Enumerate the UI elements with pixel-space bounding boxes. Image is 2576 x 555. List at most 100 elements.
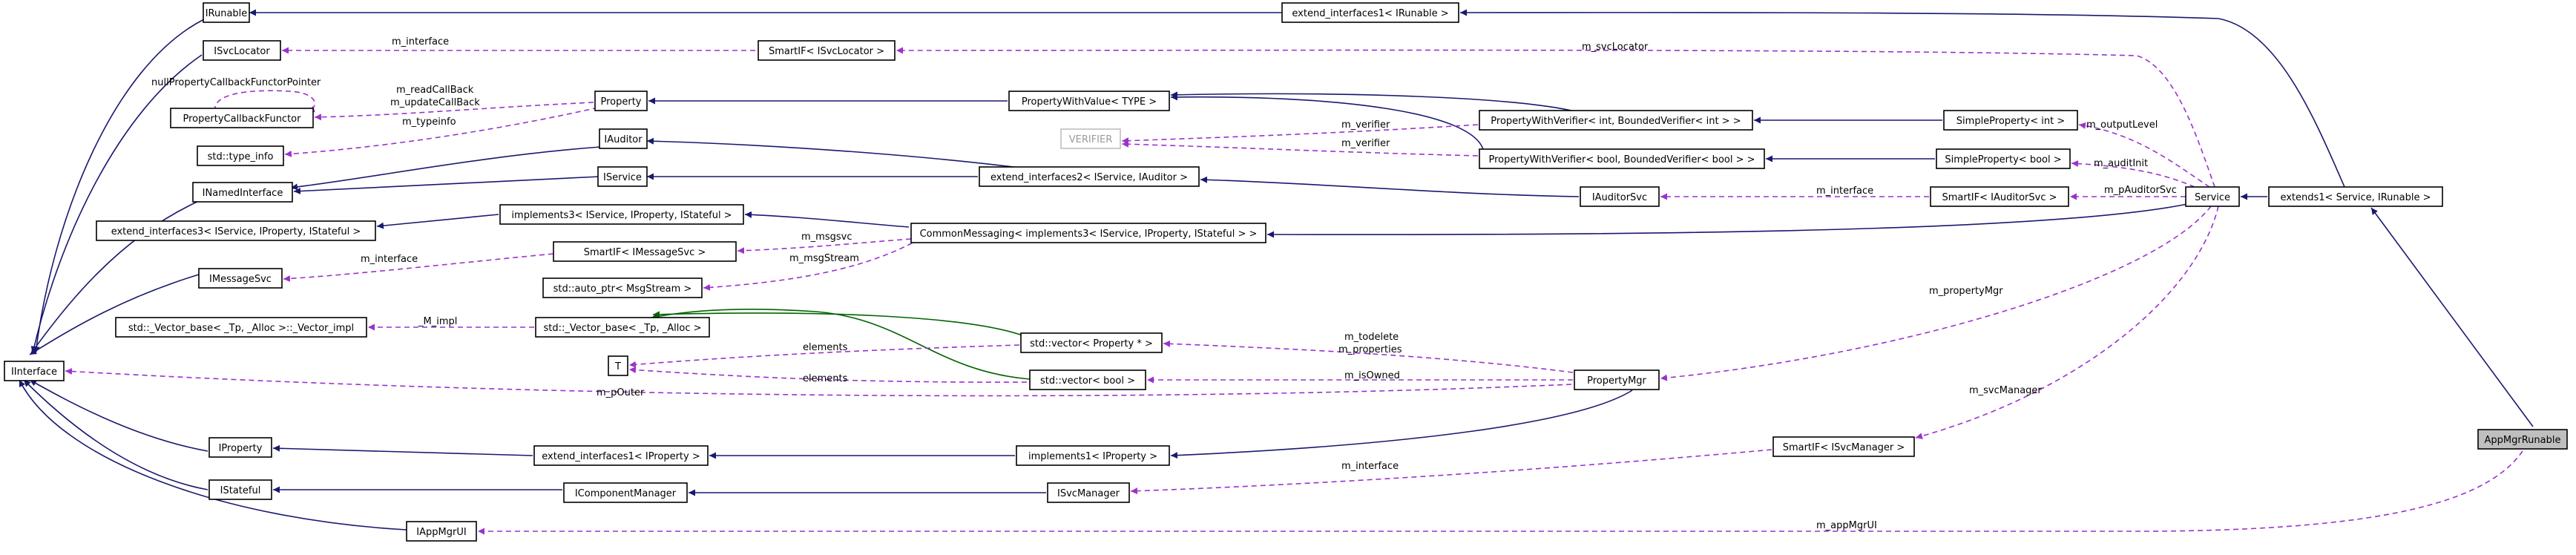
svg-text:SimpleProperty< int >: SimpleProperty< int > [1956, 116, 2065, 127]
node-iauditorsvc[interactable]: IAuditorSvc [1580, 186, 1660, 207]
node-extend-interfaces3[interactable]: extend_interfaces3< IService, IProperty,… [96, 220, 376, 241]
node-verifier[interactable]: VERIFIER [1060, 128, 1121, 149]
node-property[interactable]: Property [594, 91, 648, 111]
svg-text:std::vector< Property * >: std::vector< Property * > [1030, 338, 1153, 349]
edge-extends1-to-extend-interfaces1-irunable [1459, 9, 2345, 188]
node-iappmgrui[interactable]: IAppMgrUI [406, 521, 477, 542]
label-m-auditinit: m_auditInit [2094, 158, 2148, 169]
node-istateful[interactable]: IStateful [208, 479, 272, 500]
label-m-pouter: m_pOuter [597, 387, 645, 398]
node-t[interactable]: T [608, 355, 628, 376]
node-inamedinterface[interactable]: INamedInterface [192, 182, 293, 203]
svg-text:IRunable: IRunable [206, 8, 248, 19]
node-isvcmanager[interactable]: ISvcManager [1047, 482, 1130, 503]
node-propertywithvalue[interactable]: PropertyWithValue< TYPE > [1008, 91, 1170, 111]
svg-text:IAuditor: IAuditor [604, 134, 643, 145]
label-m-interface-svcmanager: m_interface [1341, 461, 1399, 472]
edge-pwv-bool-to-propertywithvalue [1170, 93, 1485, 153]
edge-smartif-isvcmanager-to-isvcmanager [1130, 449, 1772, 495]
svg-text:INamedInterface: INamedInterface [203, 188, 283, 199]
node-std-type-info[interactable]: std::type_info [197, 145, 284, 166]
node-propertymgr[interactable]: PropertyMgr [1574, 370, 1660, 390]
node-commonmessaging[interactable]: CommonMessaging< implements3< IService, … [910, 223, 1266, 243]
svg-text:IAuditorSvc: IAuditorSvc [1592, 192, 1647, 203]
edge-smartif-imessagesvc-to-imessagesvc [283, 253, 554, 282]
node-implements3[interactable]: implements3< IService, IProperty, IState… [499, 204, 744, 225]
svg-text:std::type_info: std::type_info [208, 151, 274, 162]
label-m-msgsvc: m_msgsvc [801, 231, 852, 243]
node-implements1-iproperty[interactable]: implements1< IProperty > [1016, 445, 1170, 466]
node-irunable[interactable]: IRunable [203, 2, 250, 23]
svg-text:IStateful: IStateful [220, 485, 261, 496]
svg-text:PropertyMgr: PropertyMgr [1587, 375, 1646, 387]
edge-service-to-smartif-isvcmanager [1915, 206, 2219, 439]
node-auto-ptr-msgstream[interactable]: std::auto_ptr< MsgStream > [542, 278, 703, 298]
node-simpleproperty-bool[interactable]: SimpleProperty< bool > [1936, 148, 2071, 169]
node-vector-base[interactable]: std::_Vector_base< _Tp, _Alloc > [535, 317, 710, 338]
svg-text:IProperty: IProperty [219, 443, 263, 454]
node-vector-impl[interactable]: std::_Vector_base< _Tp, _Alloc >::_Vecto… [115, 317, 367, 338]
label-m-updatecallback: m_updateCallBack [390, 97, 480, 108]
edge-propertycallbackfunctor-self [214, 90, 315, 113]
node-vector-propertyptr[interactable]: std::vector< Property * > [1020, 332, 1163, 353]
edge-irunable-to-iinterface [33, 19, 205, 354]
edge-extend-interfaces2-to-iauditor [646, 137, 1032, 170]
edge-service-to-commonmessaging [1266, 203, 2188, 238]
edge-propertymgr-to-implements1 [1170, 390, 1633, 459]
node-vector-bool[interactable]: std::vector< bool > [1029, 370, 1146, 390]
node-extend-interfaces2[interactable]: extend_interfaces2< IService, IAuditor > [979, 166, 1200, 187]
node-smartif-isvclocator[interactable]: SmartIF< ISvcLocator > [758, 40, 896, 61]
svg-text:PropertyWithValue< TYPE >: PropertyWithValue< TYPE > [1022, 96, 1157, 108]
svg-text:SmartIF< IAuditorSvc >: SmartIF< IAuditorSvc > [1942, 192, 2057, 203]
node-pwv-int[interactable]: PropertyWithVerifier< int, BoundedVerifi… [1479, 110, 1753, 131]
node-iservice[interactable]: IService [597, 166, 648, 187]
node-iproperty[interactable]: IProperty [208, 437, 272, 458]
node-smartif-iauditorsvc[interactable]: SmartIF< IAuditorSvc > [1930, 186, 2069, 207]
label-m-msgstream: m_msgStream [789, 253, 859, 264]
node-pwv-bool[interactable]: PropertyWithVerifier< bool, BoundedVerif… [1479, 148, 1765, 169]
svg-text:PropertyWithVerifier< bool, Bo: PropertyWithVerifier< bool, BoundedVerif… [1488, 154, 1755, 165]
node-isvclocator[interactable]: ISvcLocator [203, 40, 281, 61]
node-service[interactable]: Service [2185, 186, 2240, 207]
svg-text:AppMgrRunable: AppMgrRunable [2485, 435, 2561, 446]
node-iinterface[interactable]: IInterface [4, 361, 65, 381]
edge-iservice-to-inamedinterface [293, 176, 600, 194]
svg-text:extend_interfaces1< IRunable >: extend_interfaces1< IRunable > [1292, 8, 1448, 19]
node-smartif-isvcmanager[interactable]: SmartIF< ISvcManager > [1772, 436, 1915, 457]
node-iauditor[interactable]: IAuditor [599, 128, 648, 149]
edge-pwv-int-to-propertywithvalue [1170, 91, 1581, 114]
node-extend-interfaces1-iproperty[interactable]: extend_interfaces1< IProperty > [533, 445, 709, 466]
edge-vector-bool-to-vector-base [651, 308, 1031, 380]
node-imessagesvc[interactable]: IMessageSvc [198, 268, 283, 289]
node-propertycallbackfunctor[interactable]: PropertyCallbackFunctor [170, 108, 314, 128]
label-elements-2: elements [803, 373, 848, 384]
edge-extend-interfaces1-iproperty-to-iproperty [272, 444, 533, 456]
edge-service-to-simpleproperty-bool [2071, 160, 2195, 188]
svg-text:IInterface: IInterface [11, 367, 57, 378]
node-appmgrrunable[interactable]: AppMgrRunable [2477, 429, 2568, 450]
svg-text:std::_Vector_base< _Tp, _Alloc: std::_Vector_base< _Tp, _Alloc >::_Vecto… [128, 323, 354, 334]
node-smartif-imessagesvc[interactable]: SmartIF< IMessageSvc > [553, 241, 737, 262]
label-null-property-callback: nullPropertyCallbackFunctorPointer [151, 77, 321, 88]
edge-vector-bool-to-t [628, 367, 1028, 383]
svg-text:SmartIF< ISvcManager >: SmartIF< ISvcManager > [1783, 442, 1905, 453]
node-extend-interfaces1-irunable[interactable]: extend_interfaces1< IRunable > [1281, 2, 1459, 23]
edge-property-to-propertycallbackfunctor [314, 102, 594, 121]
svg-text:std::_Vector_base< _Tp, _Alloc: std::_Vector_base< _Tp, _Alloc > [543, 323, 701, 334]
label-m-properties: m_properties [1338, 344, 1402, 355]
svg-text:SimpleProperty< bool >: SimpleProperty< bool > [1945, 154, 2061, 165]
node-simpleproperty-int[interactable]: SimpleProperty< int > [1943, 110, 2078, 131]
node-extends1-service-irunable[interactable]: extends1< Service, IRunable > [2268, 186, 2443, 207]
edge-service-to-simpleproperty-int [2078, 122, 2210, 188]
svg-text:std::auto_ptr< MsgStream >: std::auto_ptr< MsgStream > [553, 283, 692, 295]
edge-isvclocator-to-iinterface [30, 54, 203, 354]
svg-text:IAppMgrUI: IAppMgrUI [416, 527, 466, 538]
label-elements-1: elements [803, 342, 848, 353]
edge-iauditor-to-inamedinterface [290, 146, 601, 191]
edge-property-to-type-info [284, 107, 599, 157]
label-m-isowned: m_isOwned [1344, 370, 1400, 381]
svg-text:PropertyCallbackFunctor: PropertyCallbackFunctor [183, 114, 302, 125]
node-icomponentmanager[interactable]: IComponentManager [563, 482, 688, 503]
edge-service-to-smartif-isvclocator [896, 47, 2215, 188]
